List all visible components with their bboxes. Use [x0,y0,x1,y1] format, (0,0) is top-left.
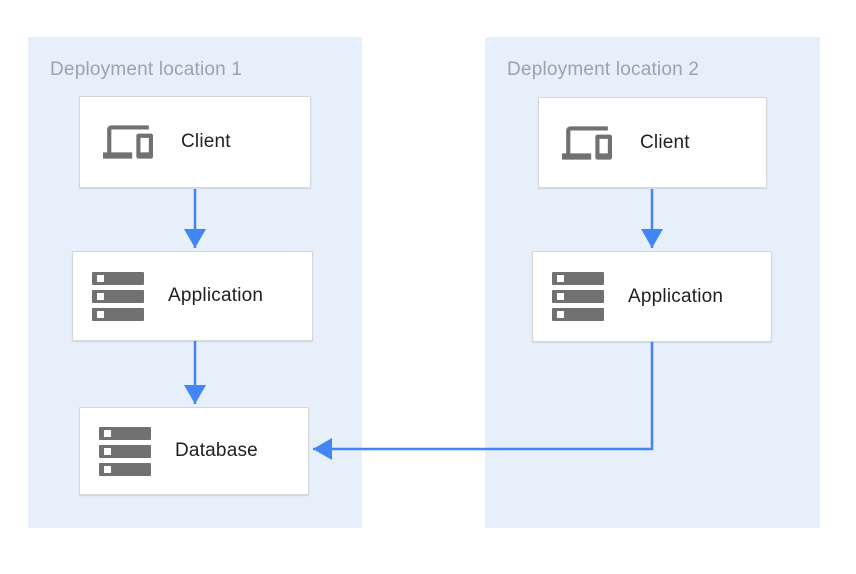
storage-icon [99,426,151,476]
node-label: Database [175,440,258,461]
node-label: Client [640,131,690,153]
storage-icon [92,271,144,321]
node-application-2: Application [532,251,772,342]
devices-icon [558,118,616,168]
node-label: Application [168,285,264,306]
node-client-1: Client [79,96,311,188]
devices-icon [99,117,157,167]
group-label: Deployment location 1 [50,59,243,80]
node-label: Client [181,131,231,152]
node-client-2: Client [538,97,767,188]
node-application-1: Application [72,251,313,341]
storage-icon [552,272,604,321]
group-label: Deployment location 2 [507,59,700,80]
node-label: Application [628,285,724,307]
node-database-1: Database [79,407,309,495]
